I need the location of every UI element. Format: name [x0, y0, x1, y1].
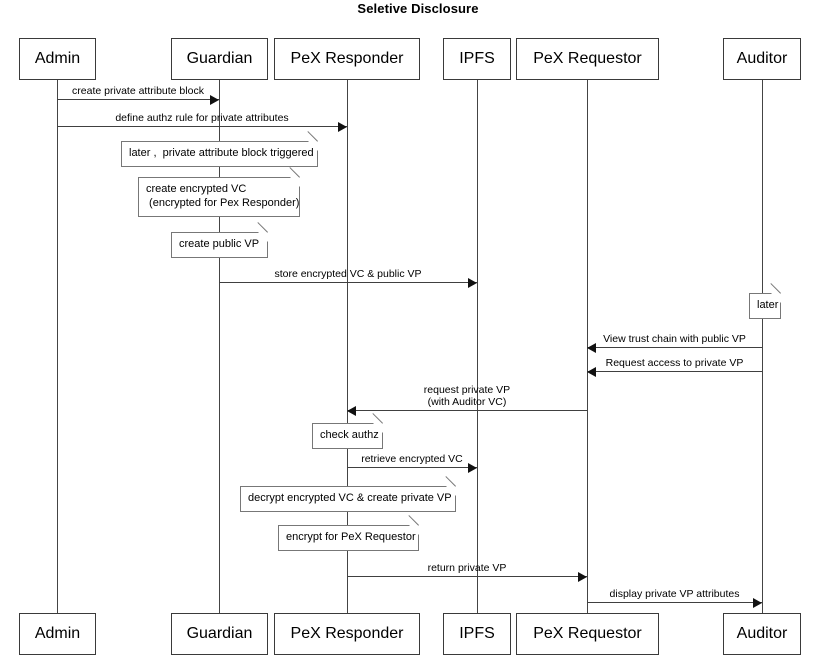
- arrowhead-right-icon: [578, 572, 587, 582]
- actor-box-responder-bottom[interactable]: PeX Responder: [274, 613, 420, 655]
- actor-box-admin-bottom[interactable]: Admin: [19, 613, 96, 655]
- message-label-m5: Request access to private VP: [605, 357, 744, 369]
- diagram-title: Seletive Disclosure: [357, 1, 479, 16]
- note-n4[interactable]: later: [749, 283, 781, 319]
- actor-box-ipfs-bottom[interactable]: IPFS: [443, 613, 511, 655]
- note-n3[interactable]: create public VP: [171, 222, 268, 258]
- arrowhead-right-icon: [753, 598, 762, 608]
- note-text: later , private attribute block triggere…: [129, 147, 314, 159]
- message-label-m8: return private VP: [427, 562, 507, 574]
- actor-box-ipfs-top[interactable]: IPFS: [443, 38, 511, 80]
- actor-label: PeX Requestor: [533, 50, 642, 67]
- actor-label: Admin: [34, 50, 81, 67]
- actor-box-admin-top[interactable]: Admin: [19, 38, 96, 80]
- arrowhead-right-icon: [468, 463, 477, 473]
- actor-box-requestor-bottom[interactable]: PeX Requestor: [516, 613, 659, 655]
- note-text: check authz: [320, 429, 379, 441]
- actor-label: IPFS: [459, 625, 495, 642]
- actor-label: Admin: [34, 625, 81, 642]
- message-line-m1[interactable]: [57, 99, 219, 100]
- message-line-m6[interactable]: [347, 410, 587, 411]
- message-line-m2[interactable]: [57, 126, 347, 127]
- note-n7[interactable]: encrypt for PeX Requestor: [278, 515, 419, 551]
- actor-box-auditor-bottom[interactable]: Auditor: [723, 613, 801, 655]
- arrowhead-left-icon: [587, 343, 596, 353]
- message-label-m6: request private VP(with Auditor VC): [423, 384, 511, 408]
- message-line-m8[interactable]: [347, 576, 587, 577]
- actor-label: Guardian: [186, 625, 253, 642]
- note-n1[interactable]: later , private attribute block triggere…: [121, 131, 318, 167]
- actor-label: IPFS: [459, 50, 495, 67]
- message-line-m9[interactable]: [587, 602, 762, 603]
- note-n6[interactable]: decrypt encrypted VC & create private VP: [240, 476, 456, 512]
- message-line-m4[interactable]: [587, 347, 762, 348]
- actor-label: Auditor: [736, 625, 788, 642]
- arrowhead-right-icon: [338, 122, 347, 132]
- arrowhead-left-icon: [587, 367, 596, 377]
- actor-box-responder-top[interactable]: PeX Responder: [274, 38, 420, 80]
- message-label-m7: retrieve encrypted VC: [361, 453, 463, 465]
- actor-label: Guardian: [186, 50, 253, 67]
- lifeline-responder: [347, 80, 348, 613]
- note-n2[interactable]: create encrypted VC (encrypted for Pex R…: [138, 167, 300, 217]
- note-fold-corner-icon: [409, 525, 419, 535]
- lifeline-ipfs: [477, 80, 478, 613]
- actor-box-guardian-top[interactable]: Guardian: [171, 38, 268, 80]
- actor-label: PeX Responder: [290, 50, 404, 67]
- arrowhead-right-icon: [468, 278, 477, 288]
- message-label-m1: create private attribute block: [72, 85, 204, 97]
- message-label-m2: define authz rule for private attributes: [115, 112, 289, 124]
- note-fold-corner-icon: [446, 486, 456, 496]
- note-fold-corner-icon: [308, 141, 318, 151]
- arrowhead-right-icon: [210, 95, 219, 105]
- lifeline-guardian: [219, 80, 220, 613]
- message-label-m4: View trust chain with public VP: [603, 333, 746, 345]
- note-n5[interactable]: check authz: [312, 413, 383, 449]
- note-text: create public VP: [179, 238, 260, 250]
- actor-label: PeX Requestor: [533, 625, 642, 642]
- actor-box-auditor-top[interactable]: Auditor: [723, 38, 801, 80]
- message-label-m3: store encrypted VC & public VP: [274, 268, 422, 280]
- message-line-m7[interactable]: [347, 467, 477, 468]
- note-text: decrypt encrypted VC & create private VP: [248, 492, 452, 504]
- actor-label: Auditor: [736, 50, 788, 67]
- note-fold-corner-icon: [771, 293, 781, 303]
- message-line-m3[interactable]: [219, 282, 477, 283]
- lifeline-admin: [57, 80, 58, 613]
- message-label-m9: display private VP attributes: [609, 588, 740, 600]
- message-line-m5[interactable]: [587, 371, 762, 372]
- arrowhead-left-icon: [347, 406, 356, 416]
- note-fold-corner-icon: [290, 177, 300, 187]
- note-text: encrypt for PeX Requestor: [286, 531, 416, 543]
- actor-label: PeX Responder: [290, 625, 404, 642]
- note-text: create encrypted VC (encrypted for Pex R…: [146, 183, 300, 209]
- lifeline-auditor: [762, 80, 763, 613]
- actor-box-guardian-bottom[interactable]: Guardian: [171, 613, 268, 655]
- actor-box-requestor-top[interactable]: PeX Requestor: [516, 38, 659, 80]
- note-fold-corner-icon: [373, 423, 383, 433]
- note-fold-corner-icon: [258, 232, 268, 242]
